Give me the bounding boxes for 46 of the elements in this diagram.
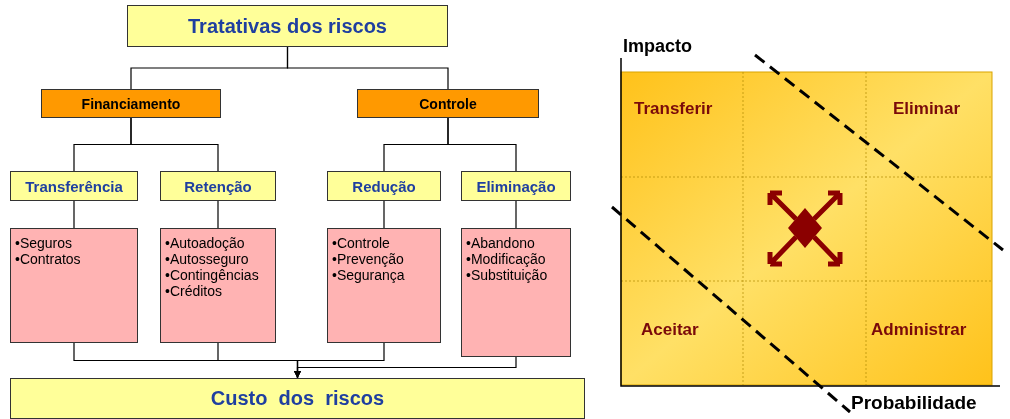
quadrant-label: Transferir xyxy=(634,99,713,119)
heading-box xyxy=(127,5,448,47)
list-item: •Abandono xyxy=(466,235,535,251)
list-item: •Segurança xyxy=(332,267,405,283)
list-item: •Controle xyxy=(332,235,390,251)
result-box xyxy=(10,378,585,419)
list-item: •Contratos xyxy=(15,251,81,267)
quadrant-label: Aceitar xyxy=(641,320,699,340)
category-box xyxy=(357,89,539,118)
arrow xyxy=(293,356,517,379)
list-item: •Prevenção xyxy=(332,251,404,267)
box-title: Tratativas dos riscos xyxy=(188,14,387,38)
connector-line xyxy=(73,200,75,229)
subcategory-box xyxy=(160,171,276,201)
list-item: •Autosseguro xyxy=(165,251,249,267)
list-box xyxy=(327,228,441,343)
subcategory-box xyxy=(10,171,138,201)
axis-label: Impacto xyxy=(623,36,692,57)
box-title: Redução xyxy=(352,177,416,195)
connector-line xyxy=(286,46,449,90)
list-item: •Seguros xyxy=(15,235,73,251)
subcategory-box xyxy=(327,171,441,201)
connector-line xyxy=(383,200,385,229)
subcategory-box xyxy=(461,171,571,201)
list-box xyxy=(160,228,276,343)
category-box xyxy=(41,89,221,118)
axis-label: Probabilidade xyxy=(851,392,977,414)
box-title: Financiamento xyxy=(81,95,181,112)
list-item: •Autoadoção xyxy=(165,235,245,251)
list-item: •Créditos xyxy=(165,283,223,299)
connector-line xyxy=(515,200,517,229)
list-item: •Contingências xyxy=(165,267,259,283)
list-item: •Modificação xyxy=(466,251,546,267)
box-title: Controle xyxy=(419,95,477,112)
box-title: Custo dos riscos xyxy=(210,387,385,410)
connector-line xyxy=(217,200,219,229)
list-item: •Substituição xyxy=(466,267,548,283)
list-box xyxy=(10,228,138,343)
quadrant-label: Administrar xyxy=(871,320,967,340)
box-title: Eliminação xyxy=(476,177,556,195)
connector-line xyxy=(130,117,219,172)
box-title: Transferência xyxy=(25,177,123,195)
list-box xyxy=(461,228,571,357)
box-title: Retenção xyxy=(184,177,252,195)
connector-line xyxy=(447,117,517,172)
quadrant-label: Eliminar xyxy=(893,99,961,119)
